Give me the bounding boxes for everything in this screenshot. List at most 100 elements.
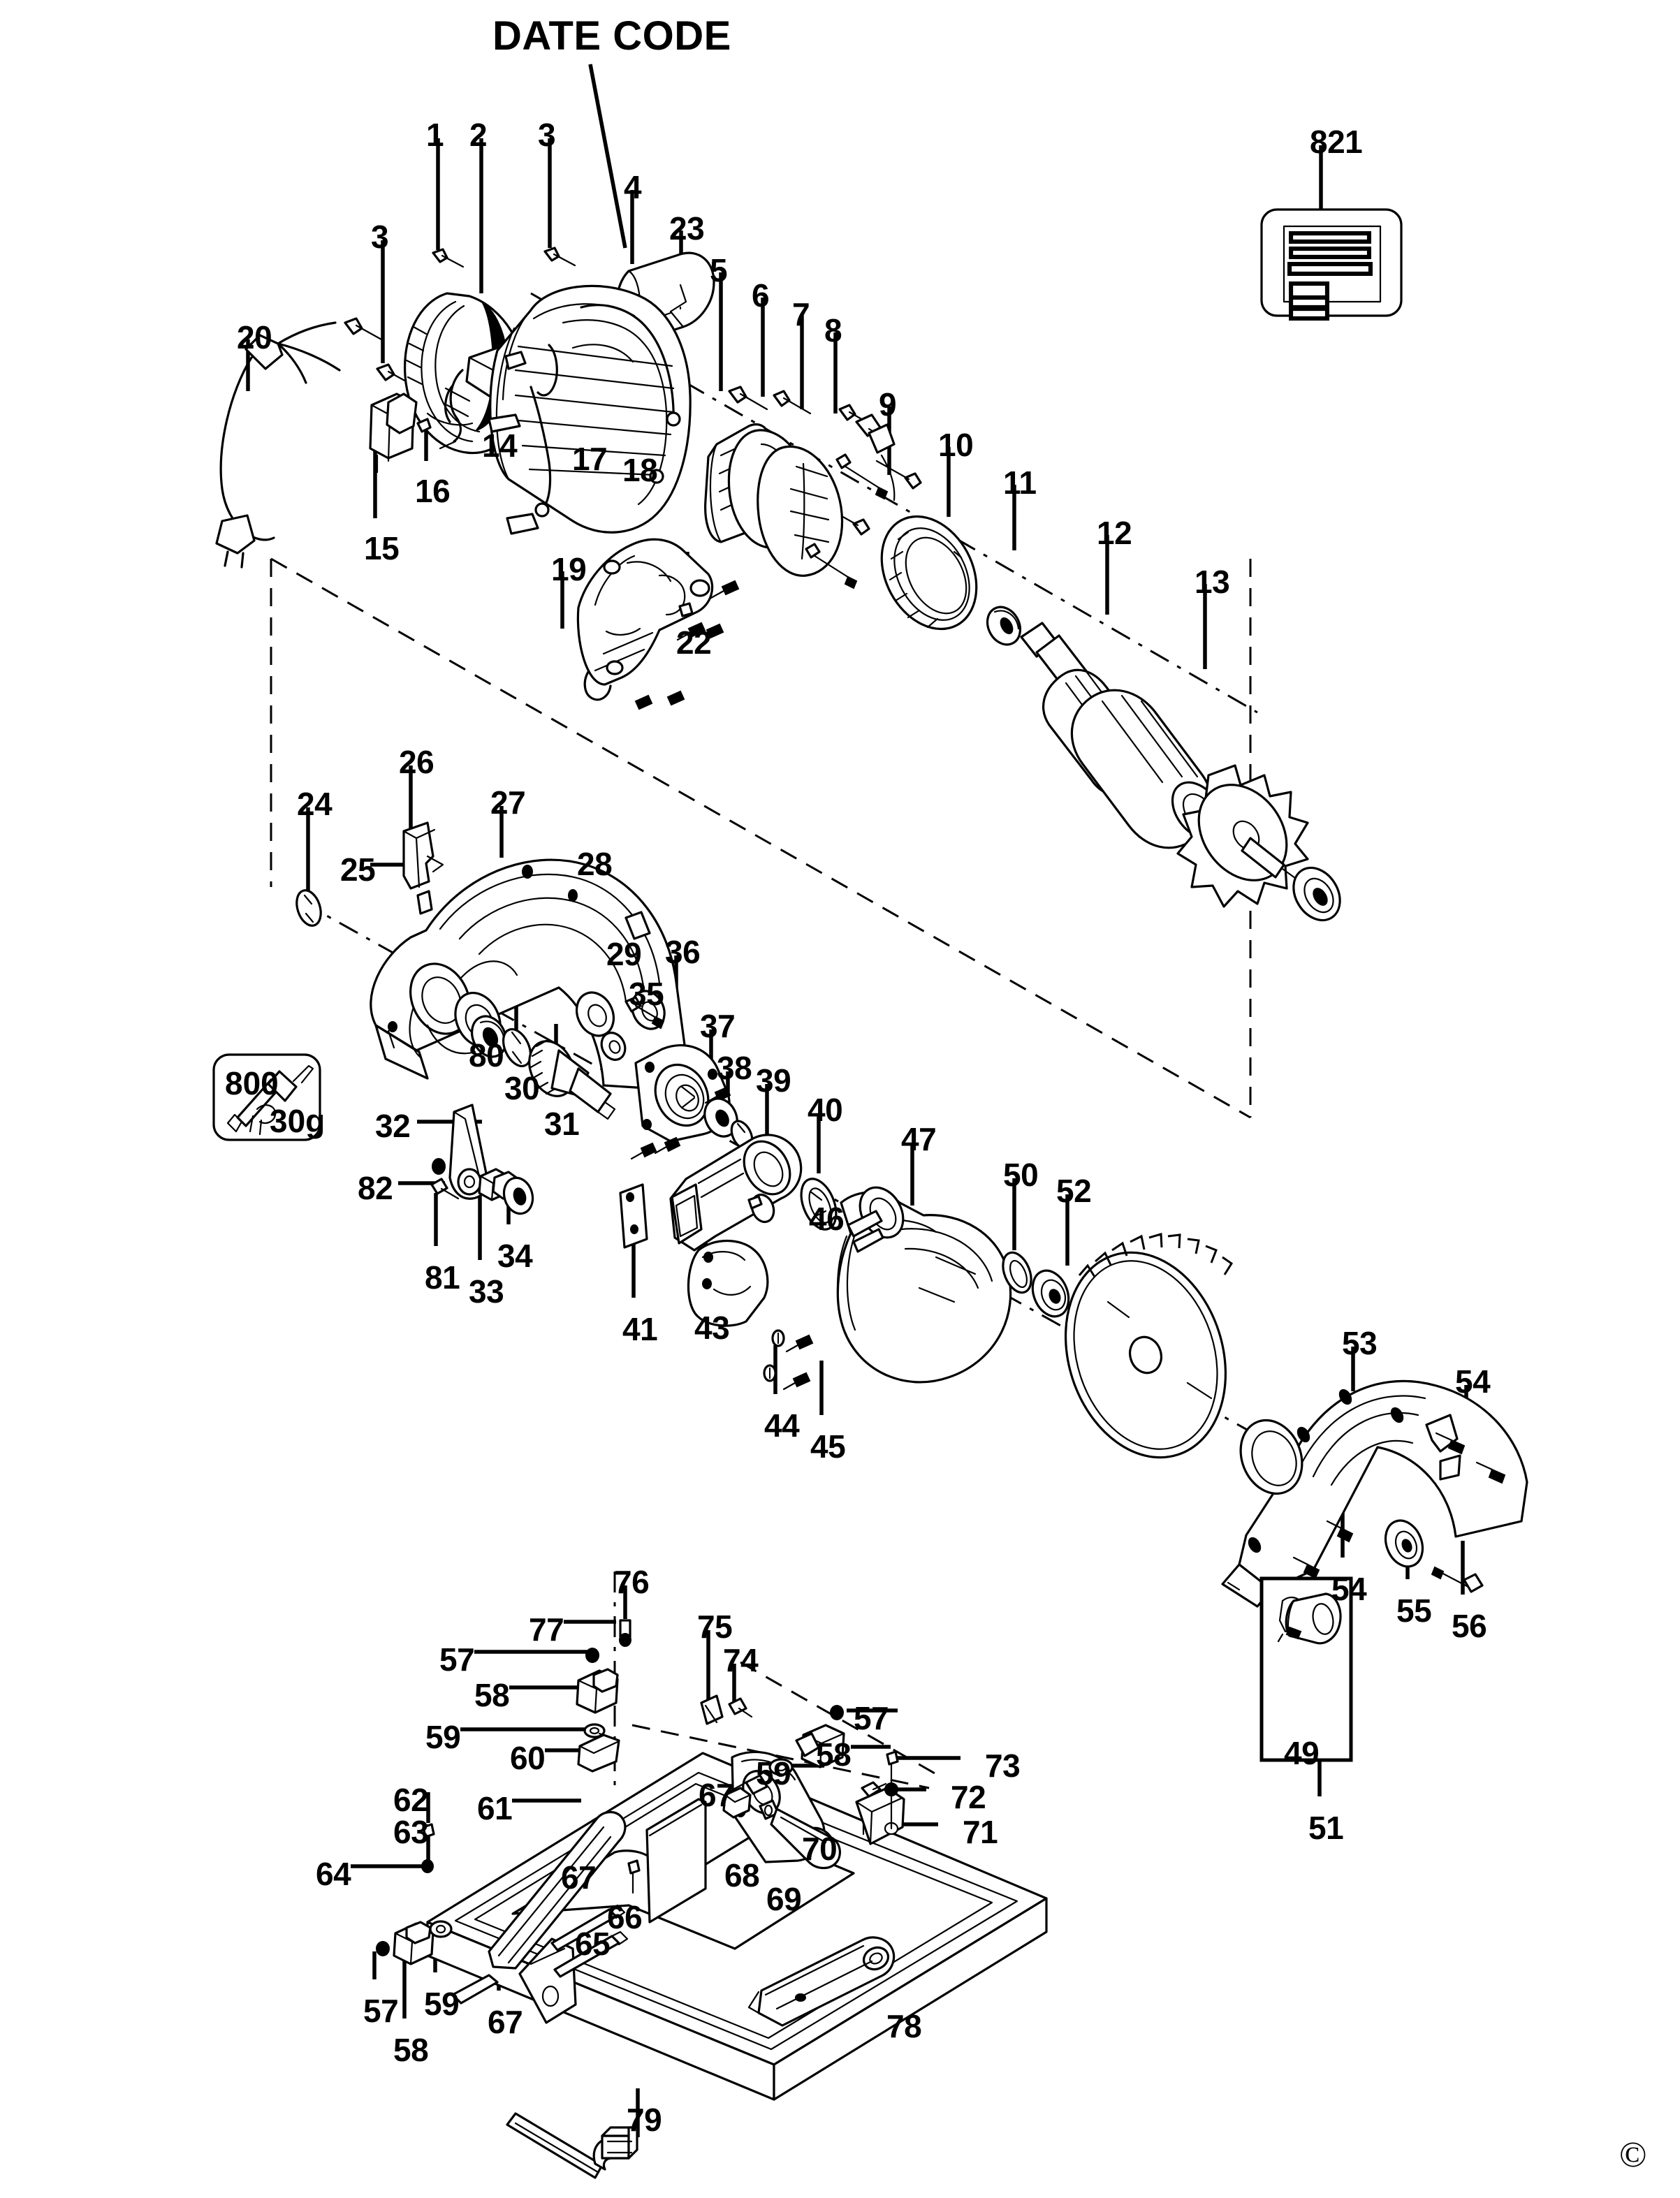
callout-number-56: 56 (1452, 1608, 1487, 1644)
callout-number-38: 38 (717, 1050, 752, 1086)
callout-number-71: 71 (963, 1814, 998, 1850)
part-stack-upper-left (576, 1619, 631, 1773)
part-30-retaining-ring (502, 1028, 532, 1067)
callout-number-25: 25 (340, 851, 376, 888)
callout-number-24: 24 (297, 786, 333, 822)
callout-number-28: 28 (577, 846, 613, 882)
part-40-ring (800, 1178, 838, 1231)
callout-number-49: 49 (1284, 1735, 1320, 1771)
callout-number-58a: 58 (474, 1677, 510, 1713)
callout-number-78: 78 (886, 2008, 922, 2044)
part-20-power-cord (215, 321, 341, 569)
callout-number-32: 32 (375, 1108, 411, 1144)
callout-number-52: 52 (1056, 1173, 1092, 1209)
callout-number-40: 40 (808, 1092, 843, 1128)
part-79-t-handle (506, 2112, 638, 2179)
part-23-long-screw (678, 306, 694, 617)
part-50-washer (1002, 1251, 1032, 1294)
callout-number-67c: 67 (488, 2004, 523, 2040)
part-6-7-terminals (855, 413, 896, 501)
part-10-end-cap-ring (880, 515, 978, 631)
part-34-washer (502, 1176, 534, 1215)
callout-number-50: 50 (1003, 1157, 1039, 1193)
callout-number-44: 44 (764, 1407, 800, 1444)
part-37-bushing (703, 1097, 738, 1138)
part-44-45-fasteners (763, 1329, 814, 1391)
callout-number-2: 2 (469, 117, 488, 153)
callout-number-65: 65 (575, 1926, 611, 1962)
callout-number-11: 11 (1003, 464, 1037, 501)
part-5-field-stator (704, 423, 844, 577)
part-75-74 (700, 1694, 753, 1725)
part-saw-blade (1064, 1233, 1234, 1459)
callout-number-57b: 57 (854, 1700, 889, 1736)
callout-number-29: 29 (606, 936, 642, 972)
inset-800-grease (212, 1053, 321, 1141)
callout-number-7: 7 (792, 296, 810, 332)
callout-number-69: 69 (766, 1881, 802, 1917)
copyright-symbol: © (1619, 2135, 1647, 2175)
callout-number-33: 33 (469, 1273, 504, 1310)
part-46-knob (747, 1193, 775, 1224)
part-64-base-plate (426, 1750, 1048, 2101)
callout-number-13: 13 (1195, 564, 1230, 600)
callout-number-59c: 59 (424, 1986, 460, 2022)
callout-number-15: 15 (364, 530, 400, 566)
callout-number-67a: 67 (699, 1777, 734, 1813)
part-43-inner-guard (687, 1239, 769, 1327)
part-55-washer (1384, 1519, 1424, 1568)
callout-number-1: 1 (426, 117, 444, 153)
part-25-pin (416, 890, 433, 915)
inset-49-51-dust-spout (1259, 1576, 1353, 1762)
callout-number-3b: 3 (371, 219, 389, 255)
callout-number-74: 74 (723, 1642, 759, 1678)
callout-number-19: 19 (551, 551, 587, 587)
callout-number-54a: 54 (1455, 1363, 1491, 1400)
callout-number-59a: 59 (425, 1719, 461, 1755)
part-71-73-bracket (855, 1750, 905, 1845)
part-stack-bottom-left (376, 1920, 453, 1965)
callout-number-10: 10 (938, 427, 974, 463)
callout-number-82: 82 (358, 1170, 393, 1206)
inset-821-nameplate (1260, 208, 1403, 321)
callout-number-46: 46 (809, 1201, 845, 1237)
callout-number-14: 14 (482, 427, 518, 464)
part-80-bearing (471, 1015, 507, 1058)
part-housing-main (488, 284, 692, 535)
callout-number-57c: 57 (363, 1993, 399, 2029)
part-41-plate (619, 1183, 648, 1249)
part-81-screw (430, 1178, 460, 1200)
callout-number-30: 30 (504, 1070, 540, 1106)
part-12-armature (1020, 622, 1309, 908)
callout-number-18: 18 (622, 452, 658, 488)
callout-number-6: 6 (752, 277, 770, 314)
callout-number-64: 64 (316, 1856, 351, 1892)
callout-number-57a: 57 (439, 1641, 475, 1678)
part-15-16-brush (369, 393, 432, 474)
callout-number-9: 9 (879, 386, 897, 423)
callout-number-60: 60 (510, 1740, 546, 1776)
callout-number-61: 61 (477, 1790, 513, 1826)
part-28-sleeve (576, 991, 615, 1037)
callout-number-5: 5 (710, 252, 728, 288)
callout-number-31: 31 (544, 1106, 580, 1142)
callout-number-63: 63 (393, 1814, 429, 1850)
callout-number-79: 79 (627, 2102, 662, 2138)
part-82-ball (432, 1158, 446, 1175)
part-29-screw (624, 996, 665, 1030)
callout-number-12: 12 (1097, 515, 1132, 551)
callout-number-3a: 3 (538, 117, 556, 153)
part-47-lower-guard (836, 1186, 1012, 1384)
callout-number-76: 76 (614, 1564, 650, 1600)
callout-number-16: 16 (415, 473, 451, 509)
part-13-bearing (1292, 866, 1341, 922)
part-36-screws (630, 1086, 731, 1160)
part-19-handle-bracket (576, 538, 714, 701)
callout-number-81: 81 (425, 1259, 460, 1296)
callout-number-47: 47 (901, 1121, 937, 1157)
part-26-lever (402, 821, 444, 890)
callout-number-53: 53 (1342, 1325, 1378, 1361)
callout-number-8: 8 (824, 312, 842, 349)
